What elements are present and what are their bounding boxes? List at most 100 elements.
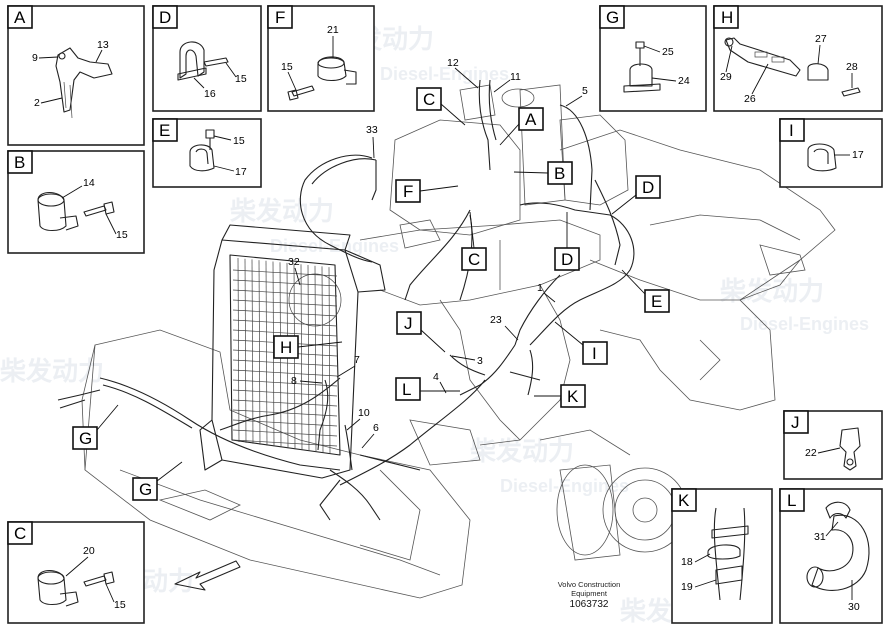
svg-text:柴发动力: 柴发动力 [0,356,104,386]
svg-text:31: 31 [814,531,826,543]
part-number-5: 5 [582,85,588,97]
svg-text:28: 28 [846,61,858,73]
svg-text:Diesel-Engines: Diesel-Engines [740,314,869,334]
callout-l: L [395,377,460,401]
svg-text:I: I [789,121,794,140]
callout-c-mid: C [461,211,487,271]
footer-drawing-number: 1063732 [570,599,609,610]
svg-text:H: H [721,8,733,27]
radiator-fin [258,260,261,445]
svg-text:H: H [280,338,292,357]
inset-c: C 20 15 [7,521,145,624]
svg-text:G: G [606,8,619,27]
svg-text:L: L [402,380,411,399]
callout-k: K [534,384,586,408]
svg-text:24: 24 [678,75,690,87]
svg-text:15: 15 [235,73,247,85]
svg-text:F: F [275,8,285,27]
svg-text:20: 20 [83,545,95,557]
callout-letters: A C B F D C D [72,87,670,501]
inset-e: E 15 17 [152,118,262,188]
part-number-3: 3 [477,355,483,367]
svg-text:15: 15 [281,61,293,73]
svg-text:C: C [468,250,480,269]
footer-company: Volvo Construction [558,580,621,589]
svg-text:22: 22 [805,447,817,459]
part-number-11: 11 [510,71,521,83]
inset-f: F 21 15 [267,5,375,112]
radiator-fin [232,369,338,377]
inset-l: L 31 30 [779,488,883,624]
svg-text:J: J [791,413,800,432]
callout-d-right: D [611,175,661,215]
callout-j: J [396,311,446,353]
svg-text:17: 17 [852,149,864,161]
svg-text:G: G [139,480,152,499]
radiator [199,224,386,479]
svg-text:15: 15 [233,135,245,147]
part-number-6: 6 [373,422,379,434]
radiator-fin [232,299,338,307]
svg-text:21: 21 [327,24,339,36]
svg-text:D: D [642,178,654,197]
svg-text:18: 18 [681,556,693,568]
svg-text:16: 16 [204,88,216,100]
radiator-fin [232,319,338,327]
callout-h: H [273,335,343,359]
inset-j: J 22 [783,410,883,480]
callout-g-left: G [72,404,119,450]
radiator-fin [232,329,338,337]
svg-text:29: 29 [720,71,732,83]
part-number-10: 10 [358,407,370,419]
callout-a: A [499,107,544,146]
svg-text:19: 19 [681,581,693,593]
inset-i: I 17 [779,118,883,188]
part-number-4: 4 [433,371,439,383]
radiator-fin [232,429,338,437]
radiator-fin [232,379,338,387]
svg-text:L: L [787,491,796,510]
radiator-fin [328,267,331,454]
svg-text:F: F [403,182,413,201]
main-part-labels: 12 11 5 33 32 1 23 3 4 7 8 10 6 [288,57,588,449]
svg-text:9: 9 [32,52,38,64]
hoses-wiring [57,79,635,521]
svg-text:E: E [159,121,170,140]
radiator-fin [265,260,268,446]
part-number-32: 32 [288,256,300,268]
svg-text:柴发动力: 柴发动力 [719,276,824,306]
radiator-fin [232,409,338,417]
radiator-fin [232,399,338,407]
radiator-fin [232,309,338,317]
part-number-23: 23 [490,314,502,326]
callout-i: I [554,321,608,365]
radiator-fin [251,259,254,444]
svg-text:13: 13 [97,39,109,51]
radiator-fin [232,289,338,297]
svg-text:柴发动力: 柴发动力 [469,436,574,466]
inset-a: A 9 13 2 [7,5,145,146]
radiator-fin [307,264,310,452]
radiator-fin [232,269,338,277]
svg-text:25: 25 [662,46,674,58]
svg-text:27: 27 [815,33,827,45]
inset-k: K 18 19 [671,488,773,624]
part-number-1: 1 [537,282,543,294]
svg-text:2: 2 [34,97,40,109]
svg-text:15: 15 [114,599,126,611]
forward-direction-arrow [174,560,241,591]
svg-text:D: D [561,250,573,269]
callout-c-top: C [416,87,466,126]
svg-text:26: 26 [744,93,756,105]
svg-text:E: E [651,292,662,311]
part-number-12: 12 [447,57,459,69]
radiator-fin [300,264,303,451]
svg-text:J: J [404,314,413,333]
radiator-fin [232,279,338,287]
footer-equipment: Equipment [571,589,608,598]
svg-text:14: 14 [83,177,95,189]
svg-text:C: C [14,524,26,543]
svg-text:A: A [14,8,26,27]
footer-block: Volvo Construction Equipment 1063732 [558,580,621,610]
callout-g-bottom: G [132,461,183,501]
